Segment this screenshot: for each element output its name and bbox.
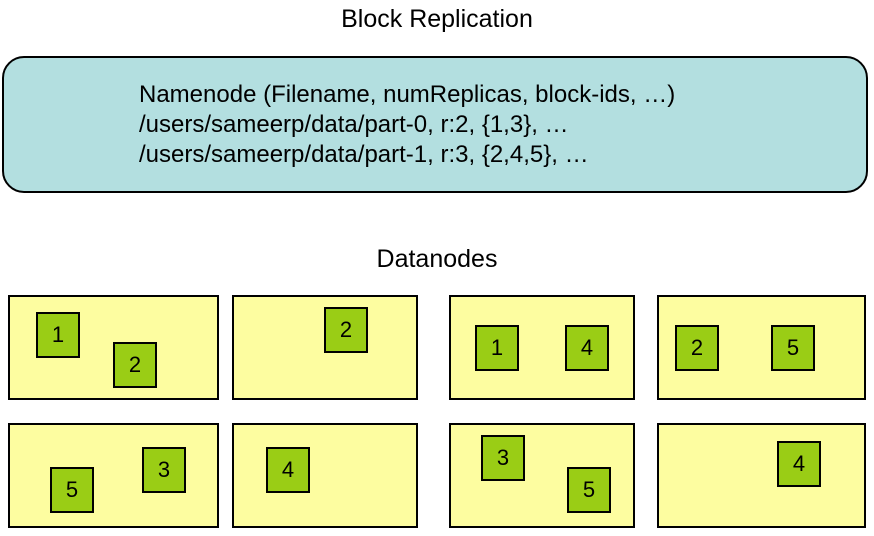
block-replica: 4 [777, 441, 821, 487]
namenode-text: Namenode (Filename, numReplicas, block-i… [139, 80, 839, 170]
block-replica: 4 [266, 447, 310, 493]
datanode-8: 4 [657, 423, 866, 528]
namenode-line-part-0: /users/sameerp/data/part-0, r:2, {1,3}, … [139, 111, 569, 138]
block-replica: 5 [567, 467, 611, 513]
block-replica: 4 [565, 325, 609, 371]
block-replica: 2 [324, 307, 368, 353]
block-replica: 3 [142, 447, 186, 493]
namenode-line-header: Namenode (Filename, numReplicas, block-i… [139, 81, 676, 108]
datanode-6: 4 [232, 423, 418, 528]
block-replica: 3 [481, 435, 525, 481]
namenode-line-part-1: /users/sameerp/data/part-1, r:3, {2,4,5}… [139, 141, 589, 168]
block-replica: 2 [675, 325, 719, 371]
block-replica: 5 [50, 467, 94, 513]
block-replica: 1 [475, 325, 519, 371]
block-replica: 1 [36, 312, 80, 358]
block-replica: 5 [771, 325, 815, 371]
datanodes-section-label: Datanodes [376, 245, 498, 273]
namenode-panel: Namenode (Filename, numReplicas, block-i… [2, 56, 868, 193]
page-title: Block Replication [341, 5, 533, 33]
block-replica: 2 [113, 342, 157, 388]
datanode-2: 2 [232, 295, 418, 400]
